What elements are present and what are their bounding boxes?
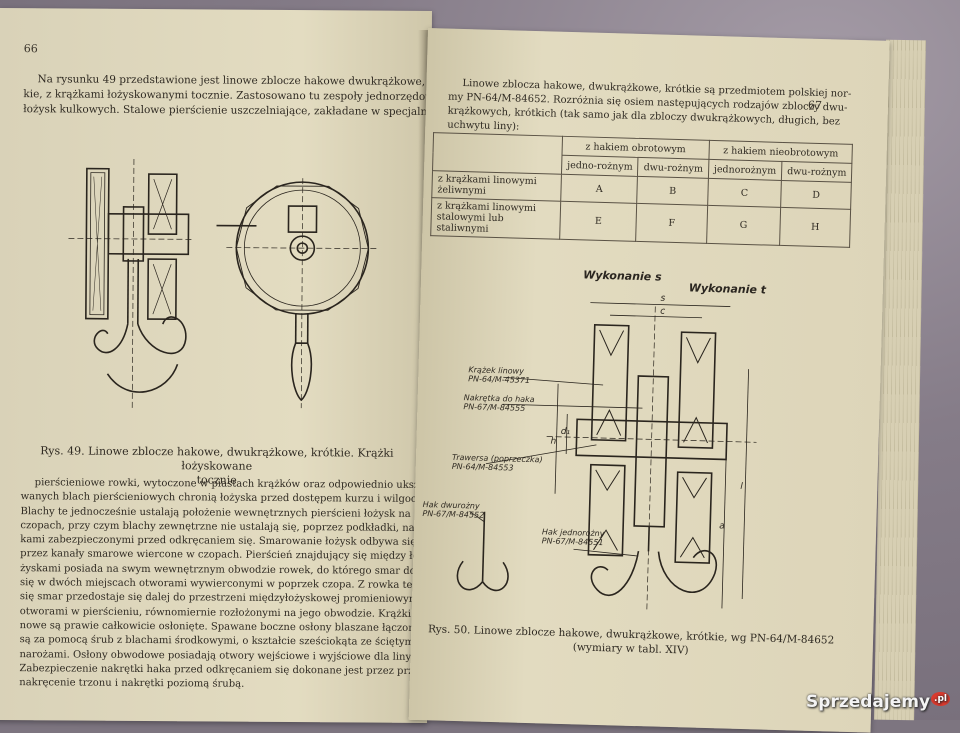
table-corner-cell: [433, 133, 563, 175]
table-cell: F: [636, 203, 707, 243]
page-number-left: 66: [24, 42, 38, 55]
caption-line: Rys. 49. Linowe zblocze hakowe, dwukrążk…: [27, 444, 407, 475]
table-sub-header: jednorożnym: [708, 159, 782, 180]
left-body-paragraph: pierścieniowe rowki, wytoczone w piastac…: [19, 476, 448, 693]
right-page: 67 Linowe zblocza hakowe, dwukrążkowe, k…: [409, 28, 890, 733]
dim-h: h: [550, 437, 556, 447]
table-sub-header: dwu-rożnym: [638, 157, 709, 178]
label-krazek-linowy: Krążek linowy PN-64/M-45371: [468, 365, 530, 385]
table-sub-header: dwu-rożnym: [781, 161, 852, 182]
dim-d1: d₁: [561, 427, 571, 437]
variants-table: z hakiem obrotowym z hakiem nieobrotowym…: [430, 132, 853, 248]
table-cell: C: [707, 178, 781, 207]
label-line: PN-67/M-84551: [542, 536, 605, 547]
left-intro-paragraph: Na rysunku 49 przedstawione jest linowe …: [23, 72, 454, 120]
text-line: łożysk kulkowych. Stalowe pierścienie us…: [23, 102, 454, 120]
table-cell: G: [706, 205, 780, 245]
table-row-label: z krążkami linowymi stalowymi lub staliw…: [431, 198, 561, 240]
dim-a: a: [719, 521, 725, 531]
label-hak-jednorozny: Hak jednorożny PN-67/M-84551: [542, 527, 605, 547]
table-cell: A: [561, 174, 638, 203]
table-cell: D: [781, 180, 852, 209]
dim-l: l: [740, 482, 743, 492]
watermark-text: Sprzedajemy: [806, 692, 930, 712]
figure-50-caption: Rys. 50. Linowe zblocze hakowe, dwukrążk…: [411, 622, 852, 662]
label-nakretka: Nakrętka do haka PN-67/M-84555: [463, 393, 534, 413]
table-cell: E: [560, 201, 637, 241]
dim-c: c: [660, 307, 665, 317]
heading-wykonanie-s: Wykonanie s: [583, 268, 662, 283]
label-hak-dwurozny: Hak dwurożny PN-67/M-84552: [422, 500, 484, 520]
label-line: PN-64/M-45371: [468, 374, 530, 385]
figure-49-front-view: [215, 178, 387, 419]
text-line: nakręcenie trzonu i nakrętki poziomą śru…: [19, 676, 447, 693]
watermark-logo: Sprzedajemy.pl: [806, 692, 950, 712]
label-line: PN-67/M-84552: [422, 509, 484, 520]
figure-49-side-view: [67, 158, 199, 419]
watermark-suffix: .pl: [931, 692, 950, 706]
table-cell: H: [780, 207, 851, 247]
table-sub-header: jedno-rożnym: [561, 155, 638, 176]
label-trawersa: Trawersa (poprzeczka) PN-64/M-84553: [452, 453, 543, 474]
table-row-label: z krążkami linowymi żeliwnymi: [432, 171, 562, 202]
dim-s: s: [660, 294, 665, 304]
left-page: 66 Na rysunku 49 przedstawione jest lino…: [0, 8, 432, 723]
figure-50-drawing: s c h d₁ a l: [422, 280, 791, 620]
table-cell: B: [637, 176, 708, 205]
